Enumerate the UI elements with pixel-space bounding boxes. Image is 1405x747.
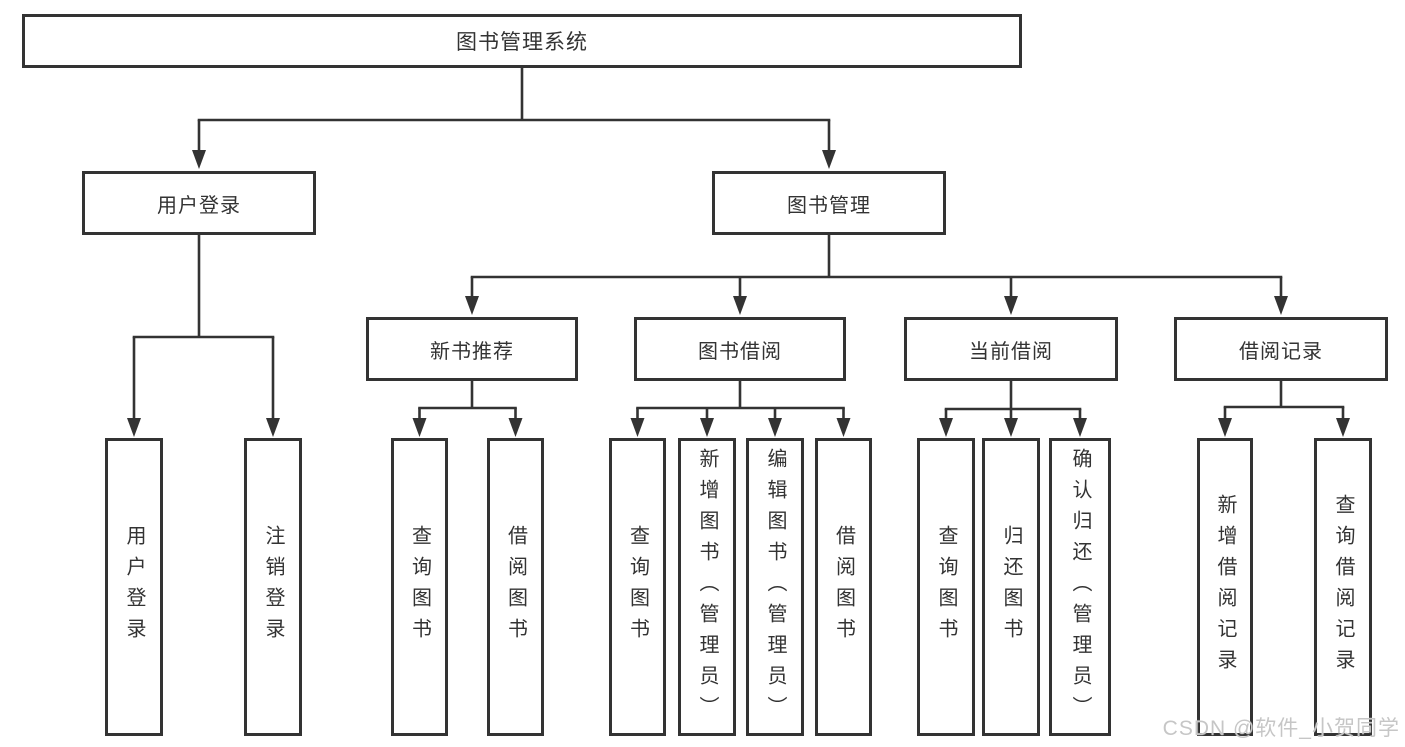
node-book-borrow: 图书借阅	[634, 317, 846, 381]
node-user-login: 用户登录	[82, 171, 316, 235]
leaf-label: 新增借阅记录	[1214, 494, 1236, 680]
leaf-confirm-return-admin: 确认归还（管理员）	[1049, 438, 1111, 736]
node-current-borrow: 当前借阅	[904, 317, 1118, 381]
leaf-label: 借阅图书	[832, 525, 855, 649]
leaf-add-borrow-record: 新增借阅记录	[1197, 438, 1253, 736]
node-label: 当前借阅	[969, 340, 1053, 363]
leaf-borrow-books-recommend: 借阅图书	[487, 438, 544, 736]
leaf-label: 查询借阅记录	[1332, 494, 1354, 680]
leaf-query-books-current: 查询图书	[917, 438, 975, 736]
node-library-management-system: 图书管理系统	[22, 14, 1022, 68]
node-book-management: 图书管理	[712, 171, 946, 235]
leaf-add-books-admin: 新增图书（管理员）	[678, 438, 736, 736]
node-label: 图书管理	[787, 194, 871, 217]
leaf-user-login: 用户登录	[105, 438, 163, 736]
leaf-query-books-borrow: 查询图书	[609, 438, 666, 736]
arrowheads	[127, 150, 1350, 437]
leaf-label: 注销登录	[262, 525, 284, 649]
node-label: 用户登录	[157, 194, 241, 217]
leaf-label: 查询图书	[408, 525, 431, 649]
node-new-book-recommend: 新书推荐	[366, 317, 578, 381]
leaf-label: 用户登录	[123, 525, 145, 649]
node-label: 图书借阅	[698, 340, 782, 363]
node-borrow-records: 借阅记录	[1174, 317, 1388, 381]
leaf-label: 查询图书	[626, 525, 649, 649]
leaf-borrow-books: 借阅图书	[815, 438, 872, 736]
leaf-label: 确认归还（管理员）	[1069, 447, 1091, 727]
leaf-edit-books-admin: 编辑图书（管理员）	[746, 438, 804, 736]
node-label: 新书推荐	[430, 340, 514, 363]
node-label: 借阅记录	[1239, 340, 1323, 363]
leaf-label: 归还图书	[1000, 525, 1022, 649]
leaf-return-books: 归还图书	[982, 438, 1040, 736]
leaf-query-books-recommend: 查询图书	[391, 438, 448, 736]
leaf-label: 借阅图书	[504, 525, 527, 649]
watermark: CSDN @软件_小贺同学	[1162, 717, 1400, 740]
leaf-label: 新增图书（管理员）	[696, 447, 718, 727]
leaf-label: 编辑图书（管理员）	[764, 447, 786, 727]
node-label: 图书管理系统	[456, 31, 588, 54]
leaf-label: 查询图书	[935, 525, 957, 649]
leaf-query-borrow-record: 查询借阅记录	[1314, 438, 1372, 736]
leaf-logout: 注销登录	[244, 438, 302, 736]
